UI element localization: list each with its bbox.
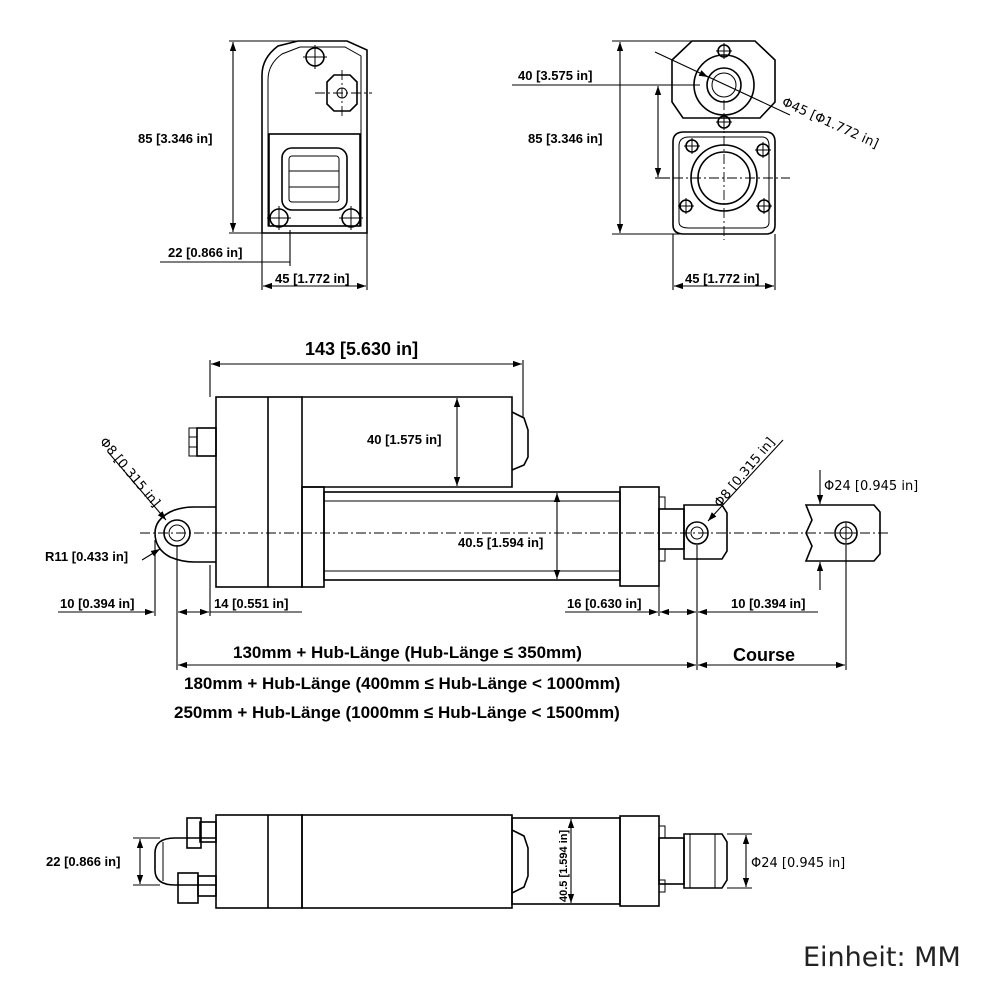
top-right-end-view: 40 [3.575 in] 85 [3.346 in] Φ45 [Φ1.772 … bbox=[512, 40, 881, 290]
motor-length-label: 143 [5.630 in] bbox=[305, 339, 418, 359]
top-left-width-label: 45 [1.772 in] bbox=[275, 271, 349, 286]
front-offset-label: 10 [0.394 in] bbox=[731, 596, 805, 611]
top-right-width-label: 45 [1.772 in] bbox=[685, 271, 759, 286]
stroke-formula-line-2: 180mm + Hub-Länge (400mm ≤ Hub-Länge < 1… bbox=[184, 674, 620, 693]
front-clevis-label: 16 [0.630 in] bbox=[567, 596, 641, 611]
top-left-hole-spacing-label: 22 [0.866 in] bbox=[168, 245, 242, 260]
rear-offset-label: 10 [0.394 in] bbox=[60, 596, 134, 611]
radius-label: R11 [0.433 in] bbox=[45, 549, 128, 564]
top-right-height-label: 85 [3.346 in] bbox=[528, 131, 602, 146]
top-right-diameter-label: Φ45 [Φ1.772 in] bbox=[779, 95, 880, 152]
bottom-view: 22 [0.866 in] 40.5 [1.594 in] Φ24 [0.945… bbox=[46, 814, 845, 909]
top-left-height-label: 85 [3.346 in] bbox=[138, 131, 212, 146]
bottom-hole-spacing-label: 22 [0.866 in] bbox=[46, 854, 120, 869]
stroke-formula-line-3: 250mm + Hub-Länge (1000mm ≤ Hub-Länge < … bbox=[174, 703, 620, 722]
stroke-formula-line-1: 130mm + Hub-Länge (Hub-Länge ≤ 350mm) bbox=[233, 643, 582, 662]
course-label: Course bbox=[733, 645, 795, 665]
rear-clevis-label: 14 [0.551 in] bbox=[214, 596, 288, 611]
top-right-offset-label: 40 [3.575 in] bbox=[518, 68, 592, 83]
front-hole-label: Φ8 [0.315 in] bbox=[712, 435, 779, 511]
side-view: 143 [5.630 in] 40 [1.575 in] 40.5 [1.594… bbox=[45, 339, 918, 722]
rod-diameter-label: Φ24 [0.945 in] bbox=[824, 479, 918, 494]
top-left-end-view: 85 [3.346 in] 22 [0.866 in] 45 [1.772 in… bbox=[138, 40, 372, 290]
bottom-tube-diameter-label: 40.5 [1.594 in] bbox=[558, 830, 570, 902]
tube-diameter-label: 40.5 [1.594 in] bbox=[458, 535, 543, 550]
bottom-rod-diameter-label: Φ24 [0.945 in] bbox=[751, 856, 845, 871]
rear-hole-label: Φ8 [0.315 in] bbox=[96, 435, 163, 511]
motor-diameter-label: 40 [1.575 in] bbox=[367, 432, 441, 447]
unit-label: Einheit: MM bbox=[803, 942, 961, 973]
